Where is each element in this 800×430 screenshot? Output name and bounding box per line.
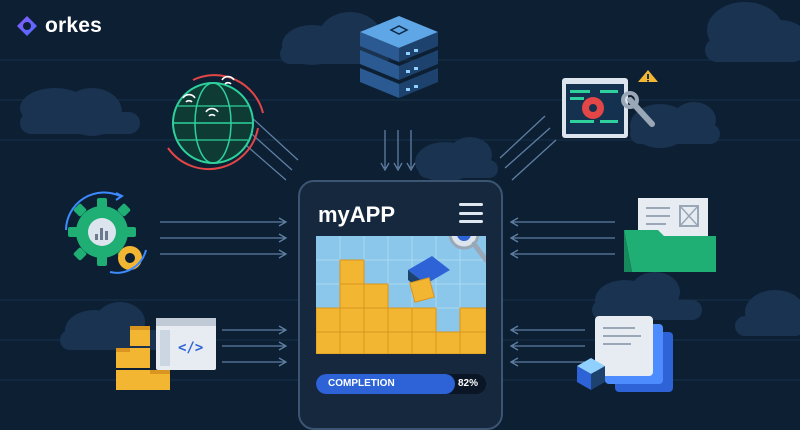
flow-arrows xyxy=(160,115,615,367)
app-title: myAPP xyxy=(318,202,396,227)
svg-text:</>: </> xyxy=(178,340,203,356)
completion-progress-bar: COMPLETION 82% xyxy=(316,374,486,394)
menu-icon[interactable] xyxy=(459,203,483,223)
stacked-cards-icon xyxy=(577,316,673,392)
brand-logo[interactable]: orkes xyxy=(16,14,102,38)
cloud-shapes xyxy=(20,2,800,350)
orkes-logo-icon xyxy=(17,16,37,36)
gold-blocks xyxy=(316,259,486,354)
completion-value: 82% xyxy=(457,378,478,389)
cloud-icon xyxy=(20,88,140,136)
globe-wifi-icon xyxy=(167,74,264,171)
progress-fill xyxy=(316,374,456,394)
blocks-code-icon: </> xyxy=(116,318,216,390)
cloud-icon xyxy=(705,2,800,62)
cloud-icon xyxy=(592,272,702,320)
cloud-icon xyxy=(415,137,498,182)
puzzle-grid xyxy=(316,236,486,354)
gear-chart-icon xyxy=(65,191,147,274)
cloud-icon xyxy=(60,302,170,350)
server-stack-icon xyxy=(360,16,438,98)
alert-monitor-icon xyxy=(562,70,658,138)
cloud-icon xyxy=(735,290,800,336)
brand-name: orkes xyxy=(45,14,103,37)
completion-label: COMPLETION xyxy=(328,378,395,389)
cloud-icon xyxy=(280,12,390,65)
document-folder-icon xyxy=(624,198,716,272)
app-phone: myAPP xyxy=(298,180,503,430)
